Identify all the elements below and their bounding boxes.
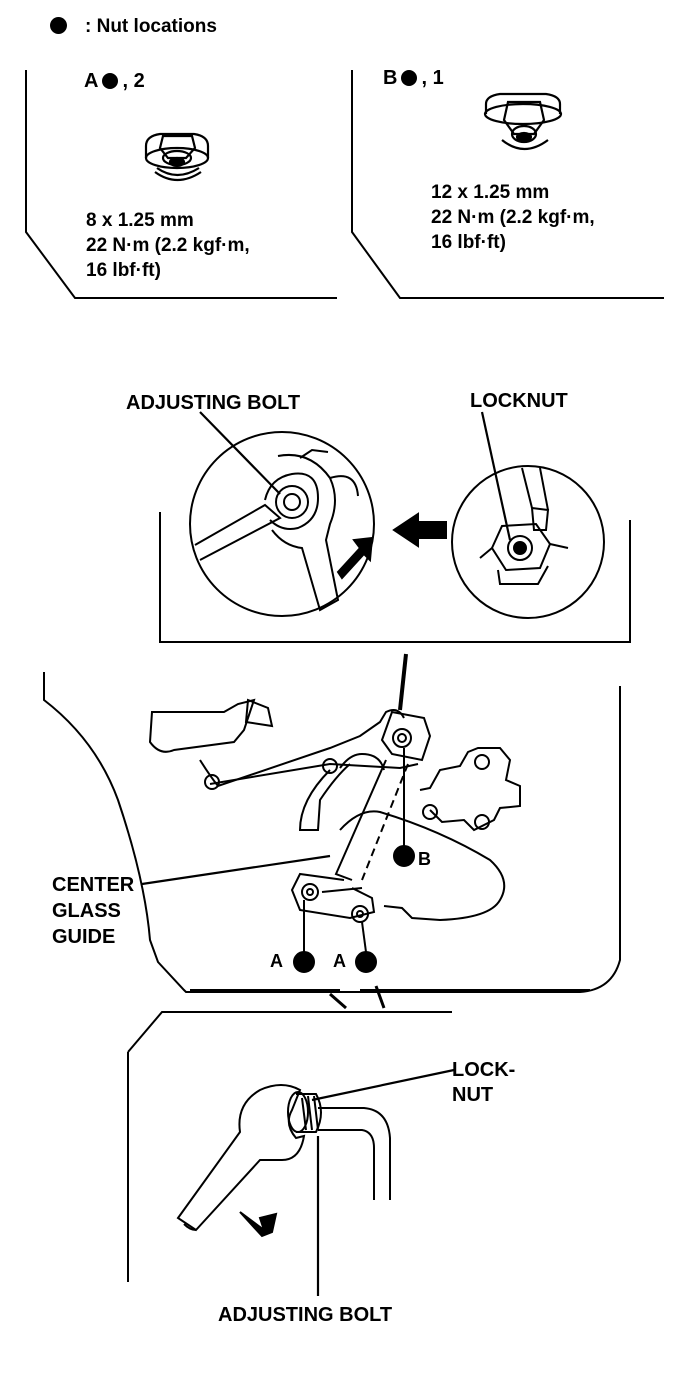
- leader-nut-a-right: [361, 921, 367, 953]
- nut-marker-b: [393, 845, 415, 867]
- box-a-torque-2: 16 lbf·ft): [86, 260, 161, 281]
- bottom-adjust-detail: [176, 1084, 391, 1238]
- box-b-spec: 12 x 1.25 mm 22 N·m (2.2 kgf·m, 16 lbf·f…: [431, 180, 595, 255]
- leader-frame-to-door: [398, 653, 408, 711]
- label-locknut-bottom: LOCK- NUT: [452, 1058, 515, 1108]
- direction-arrow-icon: [392, 512, 447, 548]
- linkage-bar: [204, 754, 490, 830]
- box-b-torque-1: 22 N·m (2.2 kgf·m,: [431, 207, 595, 228]
- box-a-outline: [25, 70, 337, 299]
- leader-adjusting-bolt-top: [199, 411, 281, 495]
- box-b-outline: [351, 70, 664, 299]
- box-a-title: A , 2: [84, 71, 145, 91]
- box-b-torque-2: 16 lbf·ft): [431, 232, 506, 253]
- box-a-letter: A: [84, 70, 99, 92]
- box-b-title: B , 1: [383, 68, 444, 88]
- locknut-detail: [451, 465, 605, 619]
- label-center: CENTER: [52, 874, 135, 896]
- flange-nut-a-icon: [144, 132, 210, 182]
- label-nut-a-left: A: [270, 951, 283, 971]
- nut-location-legend-icon: [50, 17, 67, 34]
- label-guide: GUIDE: [52, 926, 116, 948]
- adjusting-bolt-detail: [189, 431, 375, 617]
- leader-to-bottom-detail-2: [374, 985, 386, 1009]
- label-nut-a-right: A: [333, 951, 346, 971]
- leader-locknut-top: [480, 411, 512, 541]
- label-nut-b: B: [418, 849, 431, 869]
- label-glass: GLASS: [52, 900, 121, 922]
- leader-locknut-bottom: [311, 1068, 455, 1102]
- nut-marker-a-left: [293, 951, 315, 973]
- box-a-spec: 8 x 1.25 mm 22 N·m (2.2 kgf·m, 16 lbf·ft…: [86, 208, 250, 283]
- flange-nut-b-icon: [483, 92, 563, 151]
- leader-to-bottom-detail: [329, 992, 347, 1010]
- box-b-count: , 1: [421, 67, 444, 89]
- label-lock: LOCK-: [452, 1059, 516, 1081]
- center-glass-guide-rail: [290, 710, 506, 923]
- label-locknut-top: LOCKNUT: [470, 390, 568, 412]
- label-adjusting-bolt-top: ADJUSTING BOLT: [126, 392, 301, 414]
- label-center-glass-guide: CENTER GLASS GUIDE: [52, 872, 134, 950]
- box-b-letter: B: [383, 67, 398, 89]
- box-b-size: 12 x 1.25 mm: [431, 182, 550, 203]
- detail-frame-top: [159, 512, 631, 643]
- door-outline: [43, 672, 621, 993]
- box-a-count: , 2: [122, 70, 145, 92]
- nut-marker-a-right: [355, 951, 377, 973]
- box-a-nut-icon: [102, 73, 119, 89]
- legend-text: : Nut locations: [85, 16, 217, 37]
- box-a-torque-1: 22 N·m (2.2 kgf·m,: [86, 235, 250, 256]
- leader-center-glass-guide: [141, 854, 331, 886]
- label-nut: NUT: [452, 1084, 494, 1106]
- detail-frame-bottom: [127, 1011, 452, 1282]
- box-a-size: 8 x 1.25 mm: [86, 210, 194, 231]
- box-b-nut-icon: [401, 70, 418, 86]
- label-adjusting-bolt-bottom: ADJUSTING BOLT: [218, 1304, 393, 1326]
